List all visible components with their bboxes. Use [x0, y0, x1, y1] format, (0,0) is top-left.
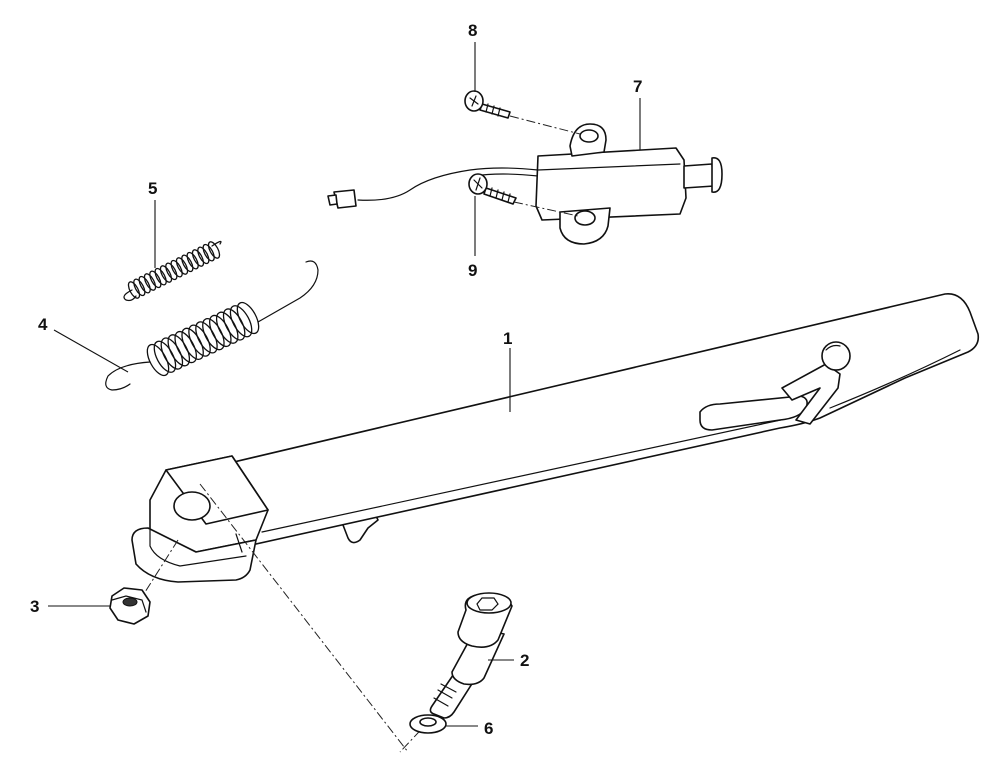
spring-coil: [222, 308, 246, 341]
stand-spring-large: [105, 260, 319, 391]
switch-screw-lower: [468, 173, 517, 205]
callout-6: 6: [484, 719, 493, 738]
spring-coil: [186, 251, 199, 270]
assembly-line-screw-lower: [513, 201, 579, 217]
spring-coil: [202, 243, 215, 262]
spring-coil: [159, 265, 173, 283]
spring-coil: [133, 278, 146, 297]
spring-coil: [236, 301, 260, 335]
spring-coil: [229, 305, 253, 338]
leader-4: [53, 329, 129, 373]
spring-coil: [195, 321, 218, 354]
spring-coil: [127, 281, 141, 299]
callout-1: 1: [503, 329, 512, 348]
callout-7: 7: [633, 77, 642, 96]
washer: [409, 714, 447, 734]
assembly-line-screw-upper: [509, 115, 581, 135]
callout-9: 9: [468, 261, 477, 280]
spring-coil: [188, 324, 211, 357]
switch-screw-upper: [464, 90, 511, 119]
side-stand-switch: [327, 123, 723, 245]
callout-2: 2: [520, 651, 529, 670]
spring-coil: [149, 270, 162, 289]
spring-coil: [143, 273, 157, 291]
side-stand: [131, 293, 980, 583]
shoulder-bolt: [429, 592, 513, 719]
hex-nut: [109, 587, 151, 625]
spring-coil: [175, 257, 189, 275]
spring-coil: [146, 343, 170, 377]
spring-coil: [181, 327, 204, 360]
stand-spring-small: [123, 240, 222, 302]
callout-4: 4: [38, 315, 48, 334]
spring-coil: [154, 267, 167, 286]
spring-coil: [165, 262, 178, 281]
spring-coil: [215, 311, 239, 344]
assembly-line-nut: [139, 539, 179, 601]
spring-coil: [160, 337, 184, 370]
spring-coil: [138, 275, 151, 294]
spring-coil: [208, 314, 232, 348]
spring-coil: [207, 241, 221, 259]
callout-5: 5: [148, 179, 157, 198]
spring-coil: [181, 254, 194, 273]
spring-coil: [197, 246, 210, 265]
spring-coil: [174, 330, 198, 364]
spring-coil: [153, 340, 177, 373]
spring-coil: [202, 318, 225, 351]
spring-coil: [167, 334, 191, 367]
assembly-line-bolt: [199, 483, 409, 753]
callout-3: 3: [30, 597, 39, 616]
callout-8: 8: [468, 21, 477, 40]
spring-coil: [170, 259, 183, 278]
spring-coil: [191, 249, 205, 267]
